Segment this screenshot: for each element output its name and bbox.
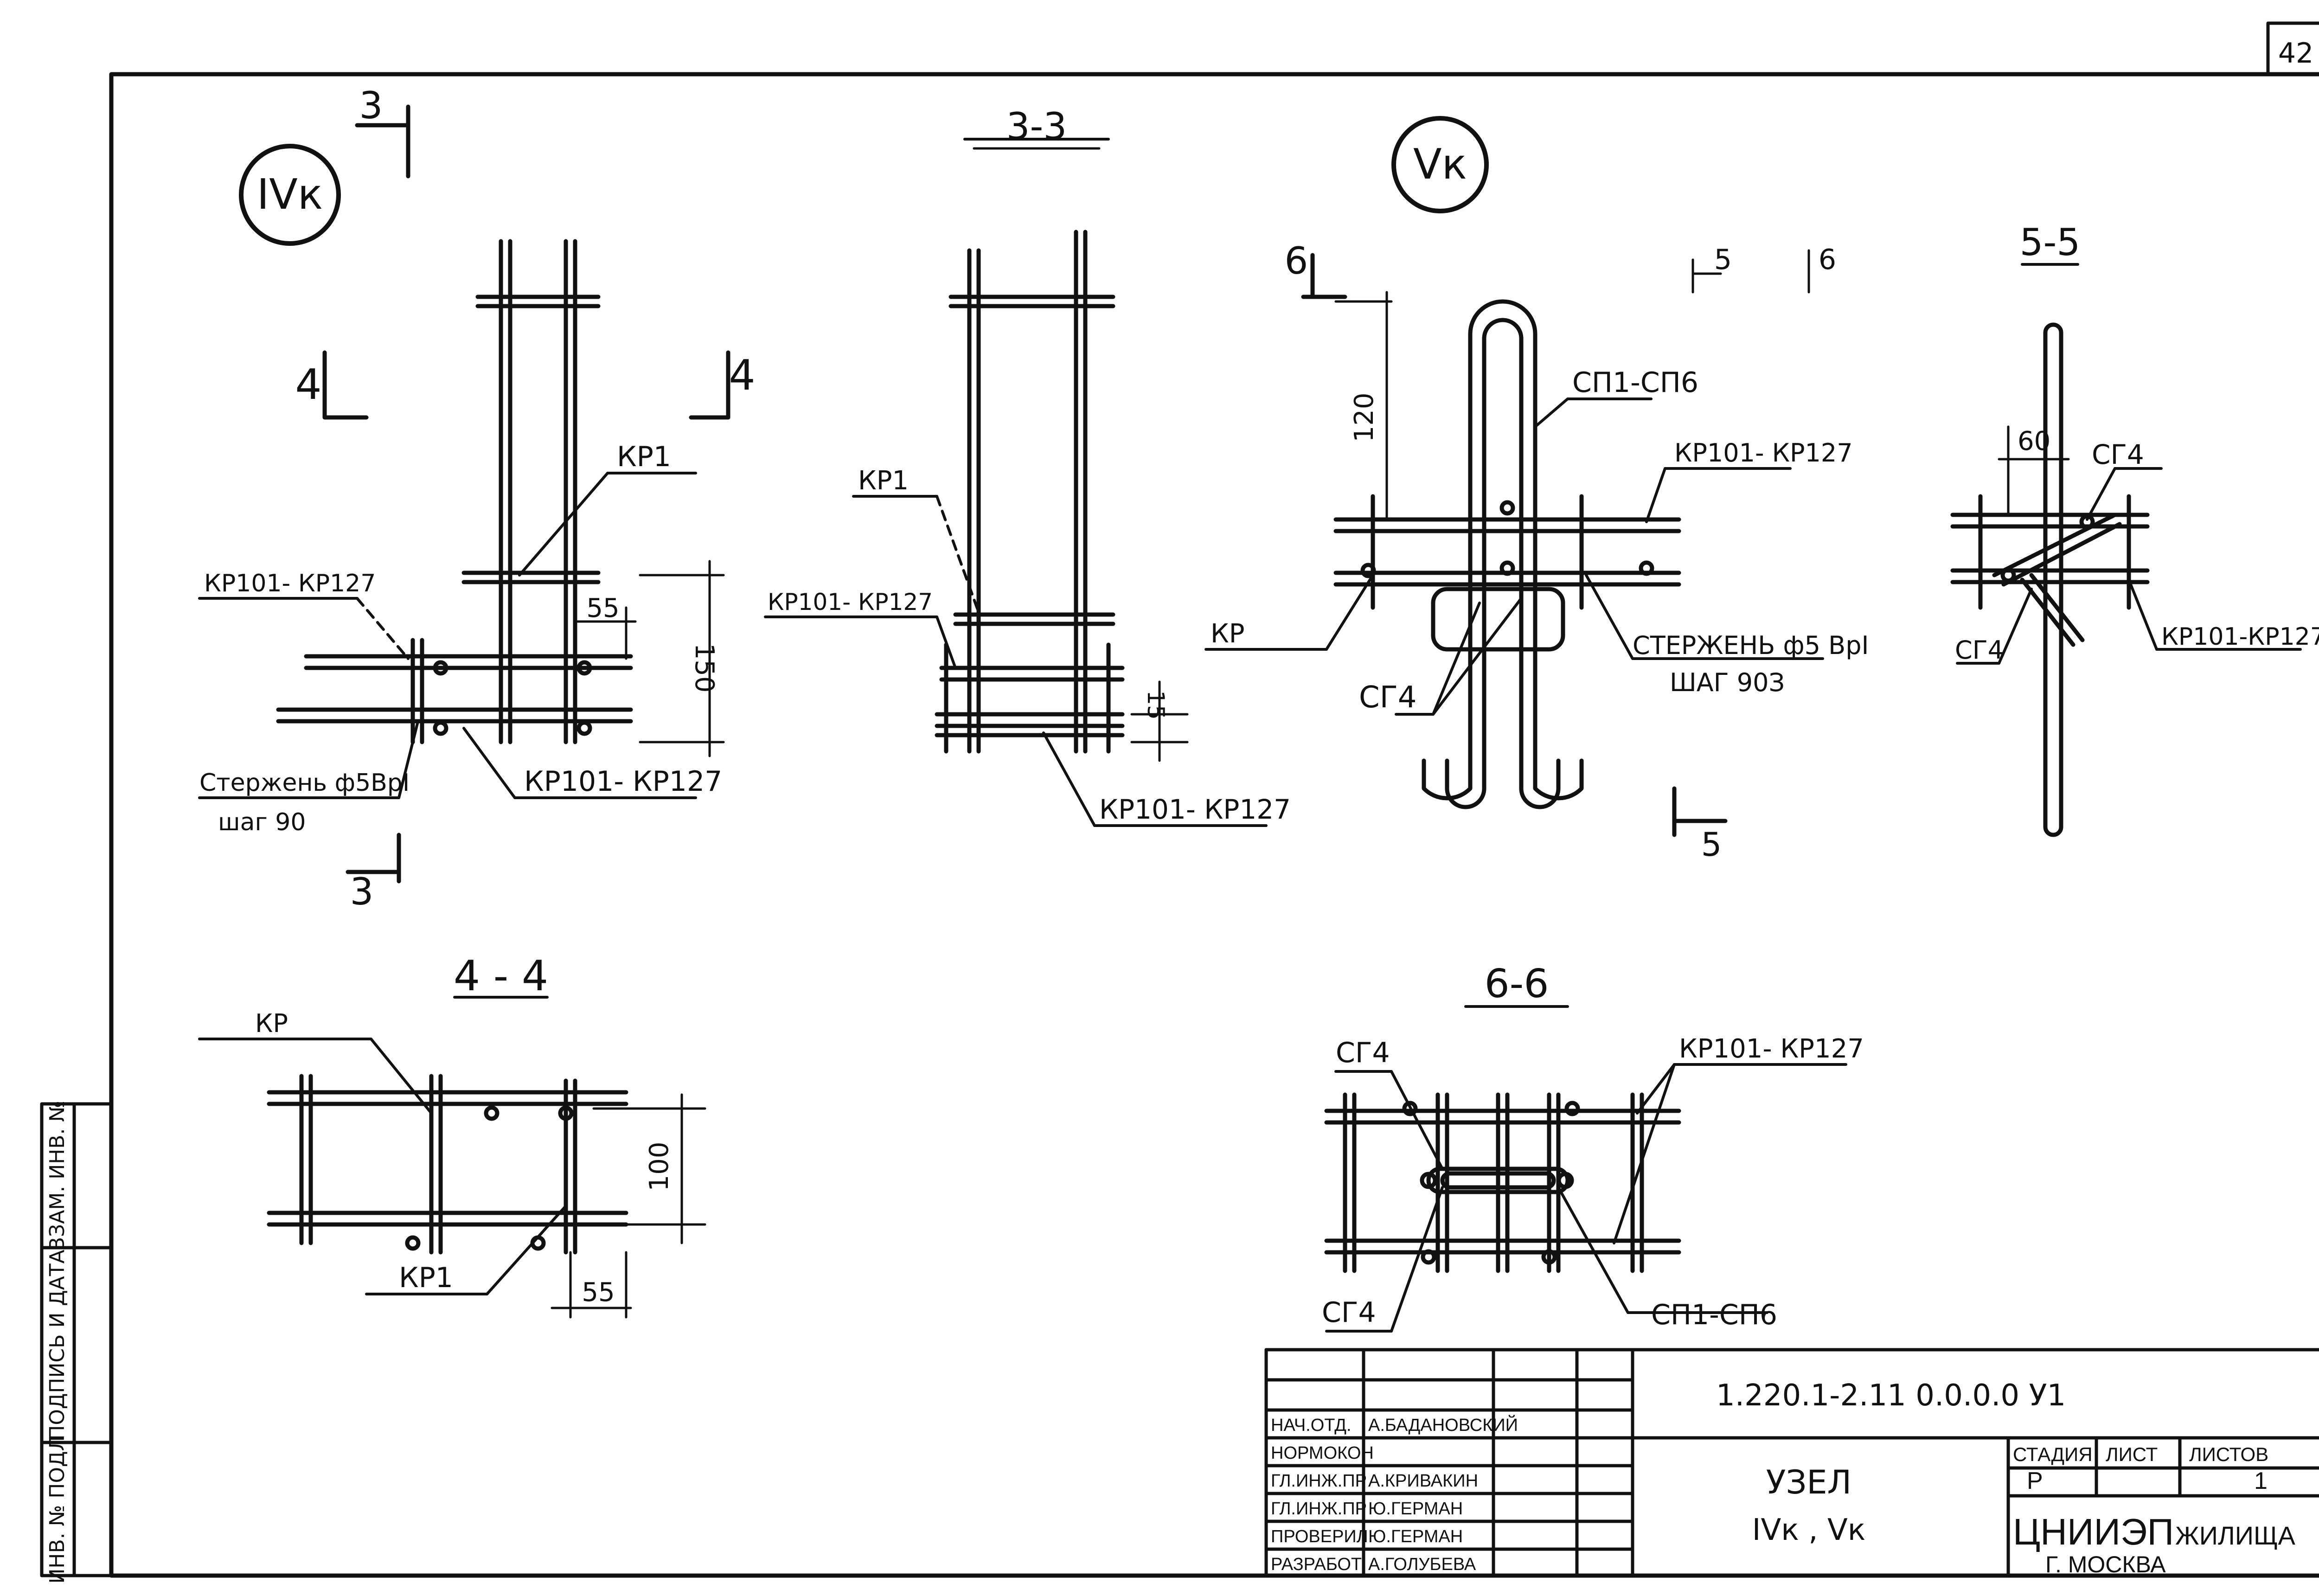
kr1-44-label: КР1 <box>399 1262 453 1294</box>
node-iv-label: IVк <box>257 170 323 219</box>
dim-55-label: 55 <box>586 593 619 623</box>
kr101-127-55-label: КР101-КР127 <box>2161 623 2319 651</box>
role-1: НАЧ.ОТД. <box>1271 1416 1352 1435</box>
side-stamp-replace: ВЗАМ. ИНВ. № <box>45 1101 69 1251</box>
role-5: ПРОВЕРИЛ <box>1271 1527 1368 1546</box>
city: Г. МОСКВА <box>2045 1551 2166 1577</box>
cut-4-right-label: 4 <box>729 351 755 400</box>
step-v-label: ШАГ 90З <box>1670 668 1785 697</box>
sp1-sp6-66-label: СП1-СП6 <box>1651 1299 1777 1331</box>
sheet-frame <box>109 21 2319 1578</box>
organization: ЦНИИЭП <box>2013 1511 2174 1552</box>
section-5-5-title: 5-5 <box>2020 221 2081 264</box>
rod-label: Стержень ф5BpI <box>199 769 410 797</box>
side-stamp-strip <box>40 1102 113 1577</box>
title-block-grid <box>1264 1348 2319 1577</box>
cut-5-top-label: 5 <box>1714 244 1732 276</box>
kr1-label: КР1 <box>617 441 671 473</box>
step-label: шаг 90 <box>218 808 306 836</box>
section-3-3-kr1-label: КР1 <box>858 466 909 496</box>
page-number: 42 <box>2278 37 2313 70</box>
node-v-label: Vк <box>1413 140 1467 189</box>
kr101-127-label: КР101- КР127 <box>204 570 376 597</box>
section-5-5-drawing <box>1950 263 2302 837</box>
sg4-55-label-2: СГ4 <box>1955 635 2004 665</box>
sp1-sp6-label: СП1-СП6 <box>1572 366 1698 399</box>
node-v-circle <box>1391 116 1489 213</box>
dim-55-44-label: 55 <box>582 1277 615 1308</box>
stage-value: Р <box>2027 1468 2043 1494</box>
drawing-title: УЗЕЛ <box>1766 1463 1851 1501</box>
rod-v-label: СТЕРЖЕНЬ ф5 BpI <box>1633 631 1869 660</box>
name-4: Ю.ГЕРМАН <box>1368 1499 1463 1519</box>
sg4-55-label: СГ4 <box>2092 439 2144 470</box>
drawing-subtitle: IVк , Vк <box>1752 1513 1866 1547</box>
name-3: А.КРИВАКИН <box>1368 1471 1478 1491</box>
name-5: Ю.ГЕРМАН <box>1368 1527 1463 1546</box>
cut-3-top-label: 3 <box>359 84 383 127</box>
dim-120-label: 120 <box>1349 393 1379 442</box>
section-3-3-title: 3-3 <box>1006 105 1067 148</box>
dim-15-label: 15 <box>1142 690 1169 720</box>
drawing-labels: 42 IVк 3 3 4 4 КР1 КР101- КР127 КР101- К… <box>45 37 2319 1584</box>
section-6-6-title: 6-6 <box>1485 961 1549 1007</box>
dim-100-label: 100 <box>644 1142 674 1192</box>
node-iv-circle <box>239 144 341 246</box>
sheets-header: ЛИСТОВ <box>2189 1443 2268 1465</box>
section-3-3-kr101-label-2: КР101- КР127 <box>1099 794 1291 825</box>
sg4-66-label: СГ4 <box>1336 1037 1390 1069</box>
cut-4-left-label: 4 <box>295 360 321 409</box>
dim-150-label: 150 <box>689 643 719 693</box>
side-stamp-inv: ИНВ. № ПОДЛ <box>45 1436 69 1583</box>
stage-header: СТАДИЯ <box>2013 1443 2093 1465</box>
node-v-drawing <box>1204 116 1824 837</box>
kr101-127-v-label: КР101- КР127 <box>1674 438 1853 468</box>
cut-6-label: 6 <box>1285 239 1308 282</box>
dim-60-label: 60 <box>2018 426 2050 456</box>
role-4: ГЛ.ИНЖ.ПР <box>1271 1499 1367 1519</box>
organization-suffix: ЖИЛИЩА <box>2175 1521 2295 1550</box>
kr-v-label: КР <box>1211 619 1245 649</box>
role-6: РАЗРАБОТ <box>1271 1555 1362 1574</box>
kr-44-label: КР <box>255 1009 288 1038</box>
sg4-v-label: СГ4 <box>1359 680 1416 715</box>
cut-3-bottom-label: 3 <box>350 870 374 913</box>
section-3-3-drawing <box>764 138 1268 827</box>
section-4-4-drawing <box>198 996 706 1319</box>
node-iv-drawing <box>198 104 730 884</box>
name-6: А.ГОЛУБЕВА <box>1368 1555 1476 1574</box>
sg4-66-label-2: СГ4 <box>1322 1296 1376 1329</box>
cut-5-bottom-label: 5 <box>1701 826 1722 864</box>
name-1: А.БАДАНОВСКИЙ <box>1368 1414 1518 1435</box>
kr101-127-66-label: КР101- КР127 <box>1679 1034 1864 1064</box>
cut-6-top-label: 6 <box>1819 244 1836 276</box>
sheets-value: 1 <box>2254 1468 2268 1494</box>
sheet-header: ЛИСТ <box>2106 1443 2158 1465</box>
role-3: ГЛ.ИНЖ.ПР <box>1271 1471 1367 1491</box>
kr101-127-label-2: КР101- КР127 <box>524 765 722 798</box>
section-6-6-drawing <box>1324 1005 1847 1333</box>
section-4-4-title: 4 - 4 <box>454 952 548 1000</box>
role-2: НОРМОКОН <box>1271 1443 1374 1463</box>
section-3-3-kr101-label: КР101- КР127 <box>768 589 933 615</box>
document-code: 1.220.1-2.11 0.0.0.0 У1 <box>1716 1378 2066 1413</box>
side-stamp-sign: ПОДПИСЬ И ДАТА <box>45 1250 69 1440</box>
